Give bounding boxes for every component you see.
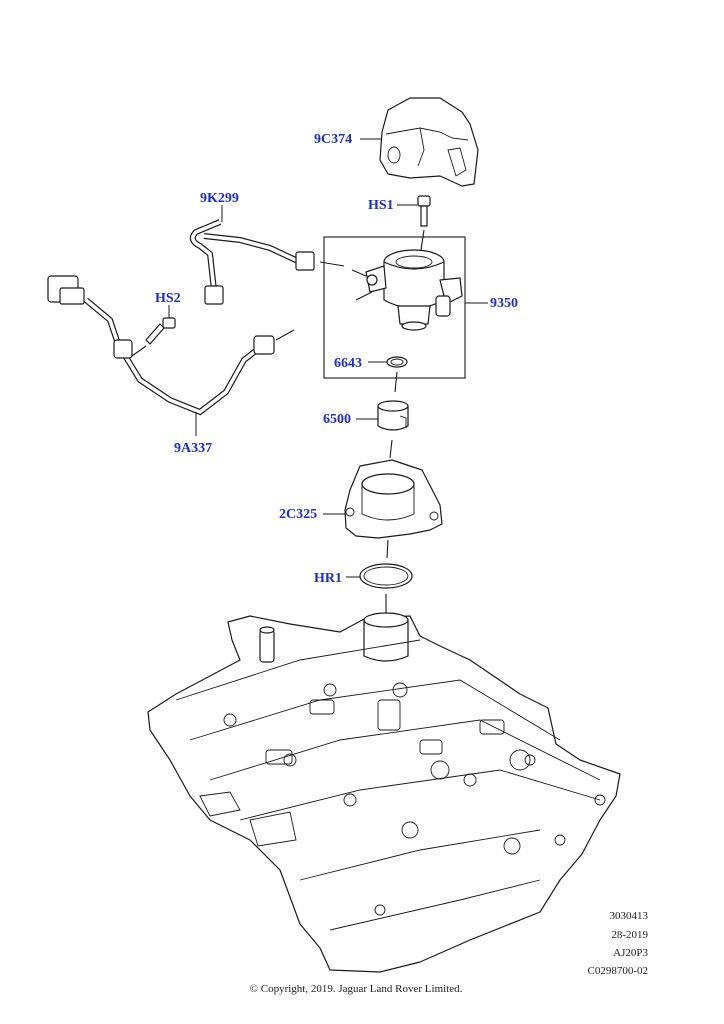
reference-line-4: C0298700-02	[587, 965, 649, 977]
callout-9350: 9350	[490, 296, 518, 311]
callout-9a337: 9A337	[174, 441, 213, 456]
callout-6643: 6643	[334, 356, 362, 371]
callout-hs1: HS1	[368, 198, 394, 213]
bolt-hs1-part	[397, 195, 431, 251]
callout-hr1: HR1	[314, 571, 342, 586]
callout-hs2: HS2	[155, 291, 181, 306]
callout-2c325: 2C325	[279, 507, 318, 522]
callout-9c374: 9C374	[314, 132, 353, 147]
pump-follower-part	[356, 400, 409, 459]
reference-line-3: AJ20P3	[613, 947, 648, 959]
cylinder-head-part	[147, 612, 621, 973]
callout-6500: 6500	[323, 412, 351, 427]
seal-6643-part	[368, 356, 408, 393]
fuel-feed-tube-part	[189, 205, 345, 305]
pump-cover-part	[360, 97, 479, 187]
reference-line-2: 28-2019	[611, 929, 648, 941]
pump-group-box	[323, 236, 466, 379]
pump-housing-part	[323, 459, 443, 559]
callout-9k299: 9K299	[200, 191, 239, 206]
bolt-hs2-part	[131, 305, 176, 357]
copyright-notice: © Copyright, 2019. Jaguar Land Rover Lim…	[249, 983, 463, 995]
reference-line-1: 3030413	[609, 910, 649, 922]
high-pressure-fuel-pump-part	[351, 249, 463, 331]
oring-hr1-part	[346, 563, 413, 614]
fuel-supply-tube-part	[47, 275, 295, 436]
